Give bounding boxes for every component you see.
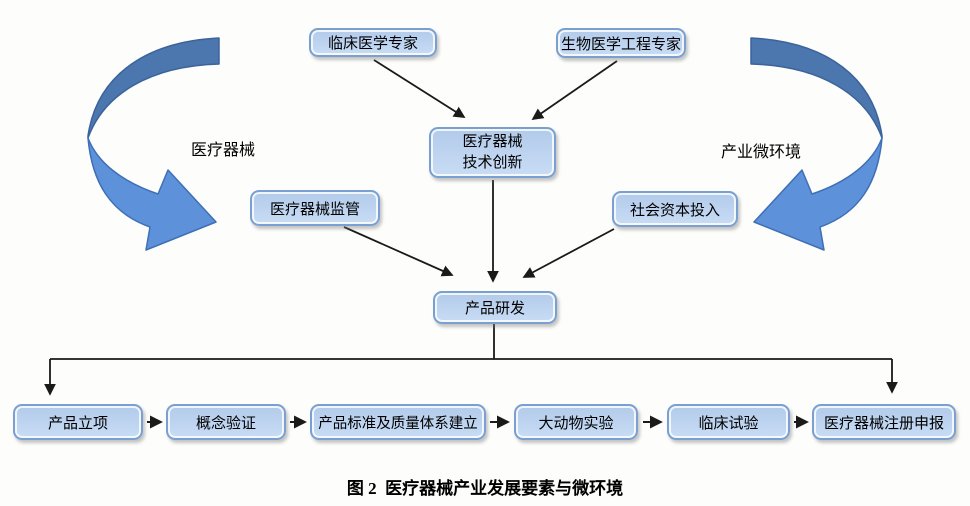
side-label-industry-microenvironment: 产业微环境 — [721, 144, 802, 161]
node-biomedical-expert: 生物医学工程专家 — [556, 28, 686, 58]
step-clinical-trial: 临床试验 — [667, 404, 790, 440]
node-tech-innovation: 医疗器械 技术创新 — [429, 127, 556, 178]
arrow-clinical-to-innovation — [373, 59, 466, 118]
node-tech-innovation-line1: 医疗器械 — [462, 133, 523, 150]
node-social-capital: 社会资本投入 — [612, 191, 738, 227]
step-large-animal-experiment: 大动物实验 — [514, 404, 638, 440]
rnd-distribution-connector — [50, 324, 892, 360]
right-curved-arrow-top — [750, 37, 883, 139]
step-standards-quality-system: 产品标准及质量体系建立 — [310, 404, 486, 440]
node-product-rnd: 产品研发 — [433, 291, 557, 324]
side-label-medical-device: 医疗器械 — [191, 142, 256, 159]
step-concept-validation: 概念验证 — [166, 404, 286, 440]
step-product-initiation: 产品立项 — [13, 404, 143, 440]
arrow-biomed-to-innovation — [531, 60, 618, 120]
left-curved-arrow-top — [87, 37, 220, 139]
node-tech-innovation-line2: 技术创新 — [462, 154, 523, 171]
arrow-regulation-to-rnd — [343, 226, 454, 277]
step-registration-application: 医疗器械注册申报 — [812, 404, 956, 440]
figure-caption: 图 2 医疗器械产业发展要素与微环境 — [346, 479, 624, 498]
node-clinical-expert: 临床医学专家 — [309, 28, 437, 57]
node-regulation: 医疗器械监管 — [250, 190, 380, 226]
arrow-capital-to-rnd — [522, 228, 615, 278]
